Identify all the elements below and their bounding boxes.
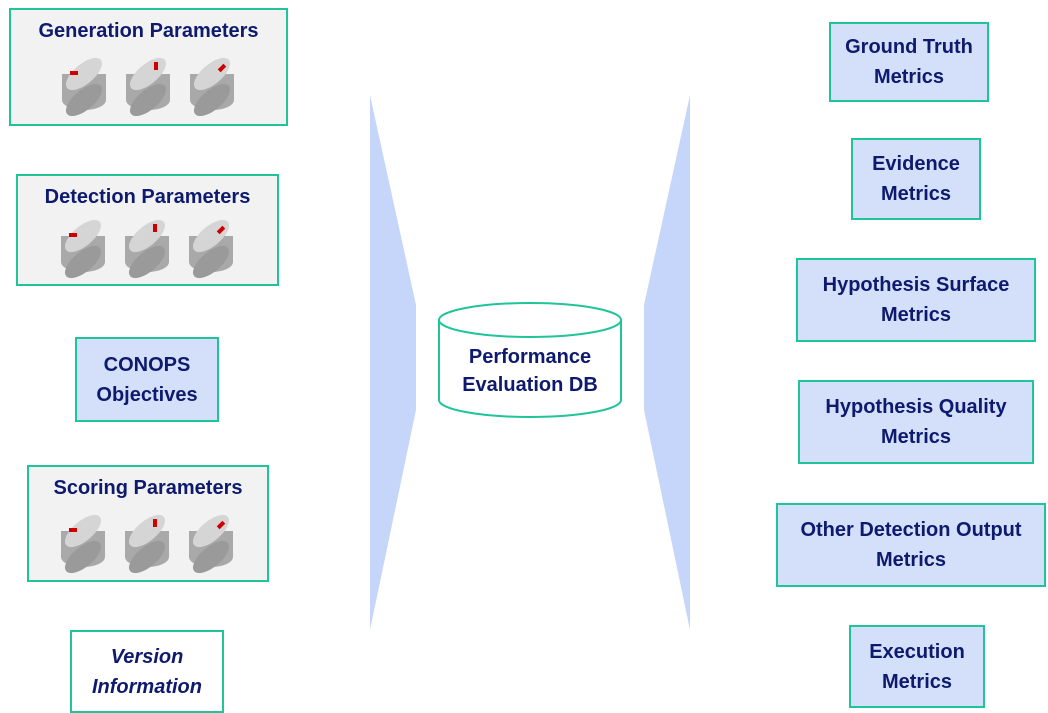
hypothesis-quality-label-line-2: Metrics: [880, 426, 952, 448]
db-label-line-1: Performance: [468, 346, 592, 368]
right-funnel-arrow: [644, 95, 690, 630]
version-label-line-1: Version: [110, 645, 184, 668]
control-knob-icon: [124, 219, 169, 278]
hypothesis-surface-label-line-2: Metrics: [880, 304, 952, 326]
detection-knob-group: [18, 218, 277, 278]
evidence-label-line-1: Evidence: [872, 153, 960, 175]
performance-evaluation-db: Performance Evaluation DB: [437, 300, 623, 420]
scoring-parameters-box: Scoring Parameters: [27, 465, 269, 582]
generation-knob-group: [11, 56, 286, 116]
scoring-parameters-title: Scoring Parameters: [53, 477, 243, 499]
version-label-line-2: Information: [92, 675, 202, 698]
conops-objectives-box: CONOPS Objectives: [75, 337, 219, 422]
hypothesis-quality-label-line-1: Hypothesis Quality: [825, 396, 1007, 418]
execution-label-line-1: Execution: [869, 640, 965, 663]
ground-truth-metrics-box: Ground Truth Metrics: [829, 22, 989, 102]
control-knob-icon: [188, 219, 233, 278]
ground-truth-label-line-1: Ground Truth: [845, 36, 973, 58]
database-cylinder-icon: [438, 302, 622, 418]
hypothesis-surface-metrics-box: Hypothesis Surface Metrics: [796, 258, 1036, 342]
conops-label-line-2: Objectives: [96, 383, 198, 406]
generation-parameters-title: Generation Parameters: [38, 20, 259, 42]
other-detection-output-label-line-2: Metrics: [875, 549, 947, 571]
conops-label-line-1: CONOPS: [103, 353, 191, 376]
control-knob-icon: [125, 514, 169, 573]
detection-parameters-title: Detection Parameters: [44, 186, 251, 208]
control-knob-icon: [61, 514, 105, 573]
db-label-line-2: Evaluation DB: [462, 374, 598, 396]
hypothesis-quality-metrics-box: Hypothesis Quality Metrics: [798, 380, 1034, 464]
control-knob-icon: [60, 219, 105, 278]
scoring-knob-group: [29, 513, 267, 573]
execution-metrics-box: Execution Metrics: [849, 625, 985, 708]
ground-truth-label-line-2: Metrics: [873, 66, 945, 88]
generation-parameters-box: Generation Parameters: [9, 8, 288, 126]
other-detection-output-label-line-1: Other Detection Output: [800, 519, 1022, 541]
evidence-metrics-box: Evidence Metrics: [851, 138, 981, 220]
version-information-box: Version Information: [70, 630, 224, 713]
detection-parameters-box: Detection Parameters: [16, 174, 279, 286]
control-knob-icon: [125, 57, 170, 116]
hypothesis-surface-label-line-1: Hypothesis Surface: [822, 274, 1010, 296]
evidence-label-line-2: Metrics: [880, 183, 952, 205]
execution-label-line-2: Metrics: [881, 670, 953, 693]
control-knob-icon: [61, 57, 106, 116]
left-funnel-arrow: [370, 95, 416, 630]
control-knob-icon: [189, 57, 234, 116]
control-knob-icon: [189, 514, 233, 573]
other-detection-output-metrics-box: Other Detection Output Metrics: [776, 503, 1046, 587]
